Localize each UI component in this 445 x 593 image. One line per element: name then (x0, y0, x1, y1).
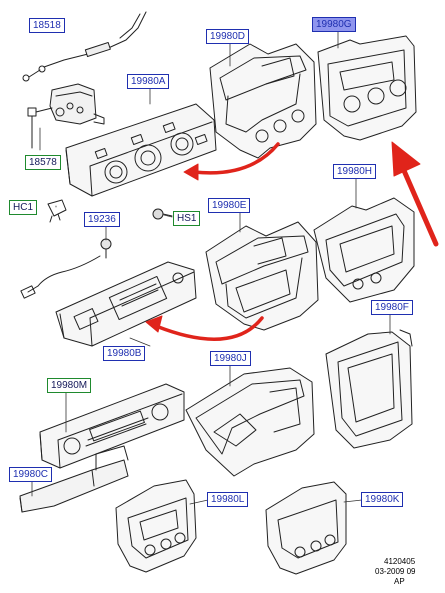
callout-HC1[interactable]: HC1 (9, 200, 38, 215)
callout-18578[interactable]: 18578 (25, 155, 61, 170)
callout-19980F[interactable]: 19980F (371, 300, 413, 315)
callout-19980C[interactable]: 19980C (9, 467, 53, 482)
part-19980E-bezel (205, 221, 319, 331)
leader-lines (31, 29, 391, 505)
callout-19236[interactable]: 19236 (84, 212, 120, 227)
part-19980G-bezel (317, 35, 417, 141)
callout-19980K[interactable]: 19980K (361, 492, 404, 507)
part-19980L-bezel (115, 479, 197, 573)
part-19980J-bezel (185, 367, 315, 477)
part-19980C-module (19, 445, 129, 513)
part-HC1-clip (47, 199, 67, 223)
callout-19980L[interactable]: 19980L (207, 492, 249, 507)
callout-HS1[interactable]: HS1 (173, 211, 201, 226)
footer-ref: 4120405 (384, 557, 416, 566)
part-19980D-bezel (209, 43, 317, 159)
part-19236-cable (20, 238, 112, 299)
part-19980B-control (55, 261, 197, 347)
callout-19980H[interactable]: 19980H (333, 164, 377, 179)
part-19980K-bezel (265, 481, 347, 575)
callout-19980E[interactable]: 19980E (208, 198, 251, 213)
part-19980M-unit (39, 383, 185, 469)
part-18518-cable (22, 11, 147, 82)
part-19980F-bezel (325, 329, 413, 449)
callout-19980G[interactable]: 19980G (312, 17, 356, 32)
part-19980H-bezel (313, 197, 415, 303)
callout-19980A[interactable]: 19980A (127, 74, 170, 89)
red-arrows (145, 141, 439, 341)
part-HS1-screw (152, 208, 173, 220)
part-18578-blower (27, 83, 105, 149)
callout-18518[interactable]: 18518 (29, 18, 65, 33)
callout-19980J[interactable]: 19980J (210, 351, 251, 366)
footer-region: AP (394, 577, 405, 586)
footer-date: 03-2009 09 (375, 567, 416, 576)
part-19980A-control (65, 103, 217, 197)
callout-19980B[interactable]: 19980B (103, 346, 146, 361)
callout-19980M[interactable]: 19980M (47, 378, 92, 393)
callout-19980D[interactable]: 19980D (206, 29, 250, 44)
